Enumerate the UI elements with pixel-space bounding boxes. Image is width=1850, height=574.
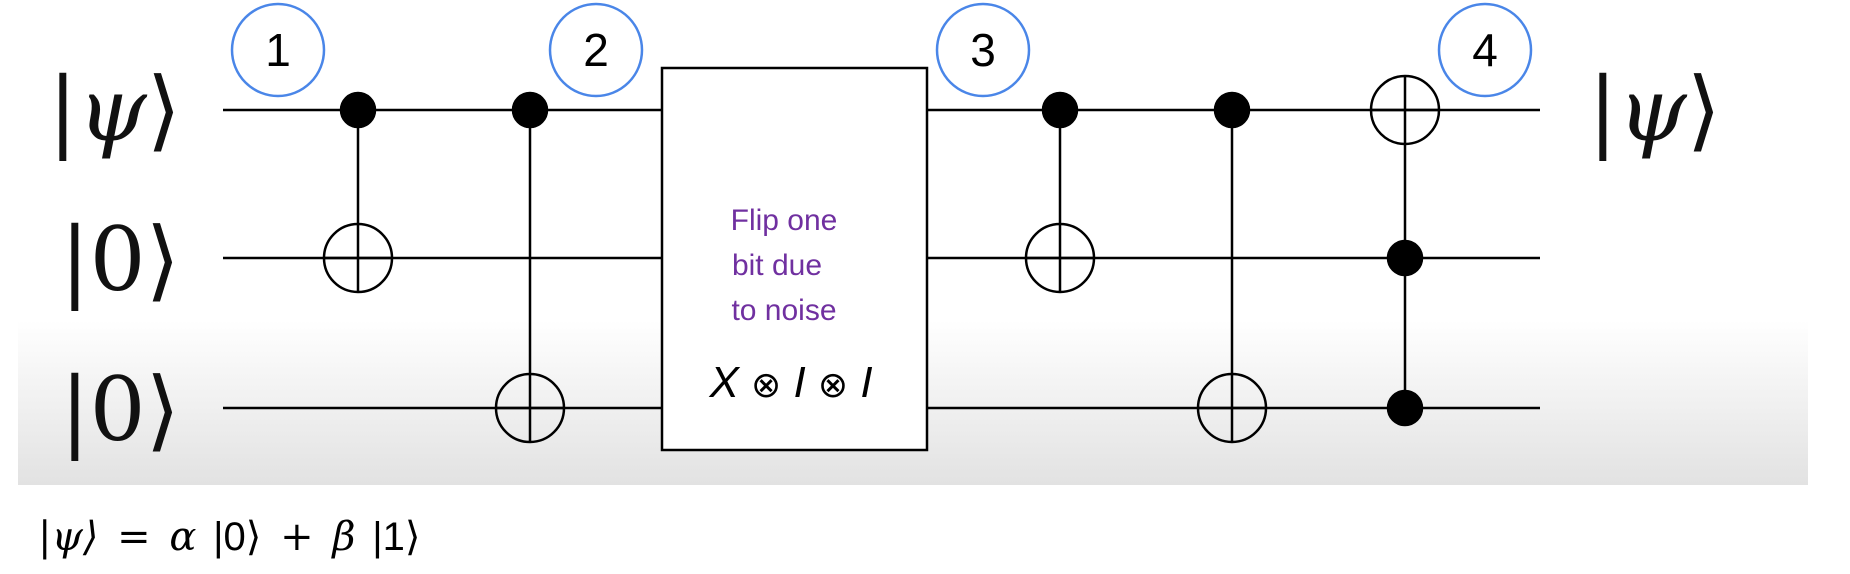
step-circle-icon xyxy=(548,2,644,98)
step-label-3: 3 xyxy=(970,24,996,76)
step-circle-icon xyxy=(935,2,1031,98)
noise-box-line-1: Flip one xyxy=(731,204,838,237)
input-ket-zero-1: |0⟩ xyxy=(60,208,180,311)
noise-box: Flip one bit due to noise X ⊗ I ⊗ I xyxy=(660,66,929,452)
cnot-gate-2 xyxy=(494,91,566,444)
step-marker-2: 2 xyxy=(548,2,644,98)
control-dot-icon xyxy=(1386,389,1424,427)
step-marker-1: 1 xyxy=(230,2,326,98)
step-circle-icon xyxy=(1437,2,1533,98)
noise-operator: X ⊗ I ⊗ I xyxy=(708,358,872,407)
step-label-1: 1 xyxy=(265,24,291,76)
operator-label-bg xyxy=(690,350,893,415)
output-ket-psi: |ψ⟩ xyxy=(1588,58,1721,161)
step-marker-4: 4 xyxy=(1437,2,1533,98)
cnot-crossbars xyxy=(324,256,1266,410)
state-formula: |ψ⟩ = α |0⟩ + β |1⟩ xyxy=(38,514,420,560)
cnot-gate-3 xyxy=(1024,91,1096,294)
toffoli-gate xyxy=(1369,74,1441,427)
step-circle-icon xyxy=(230,2,326,98)
step-markers: 1 2 3 4 xyxy=(230,2,1533,98)
control-dot-icon xyxy=(1386,239,1424,277)
control-dot-icon xyxy=(339,91,377,129)
noise-box-line-3: to noise xyxy=(731,294,836,327)
input-ket-psi: |ψ⟩ xyxy=(48,58,181,161)
step-label-4: 4 xyxy=(1472,24,1498,76)
input-ket-zero-2: |0⟩ xyxy=(60,358,180,461)
step-label-2: 2 xyxy=(583,24,609,76)
control-dot-icon xyxy=(1041,91,1079,129)
control-dot-icon xyxy=(1213,91,1251,129)
control-dot-icon xyxy=(511,91,549,129)
noise-box-line-2: bit due xyxy=(732,249,822,282)
step-marker-3: 3 xyxy=(935,2,1031,98)
cnot-gate-1 xyxy=(322,91,394,294)
